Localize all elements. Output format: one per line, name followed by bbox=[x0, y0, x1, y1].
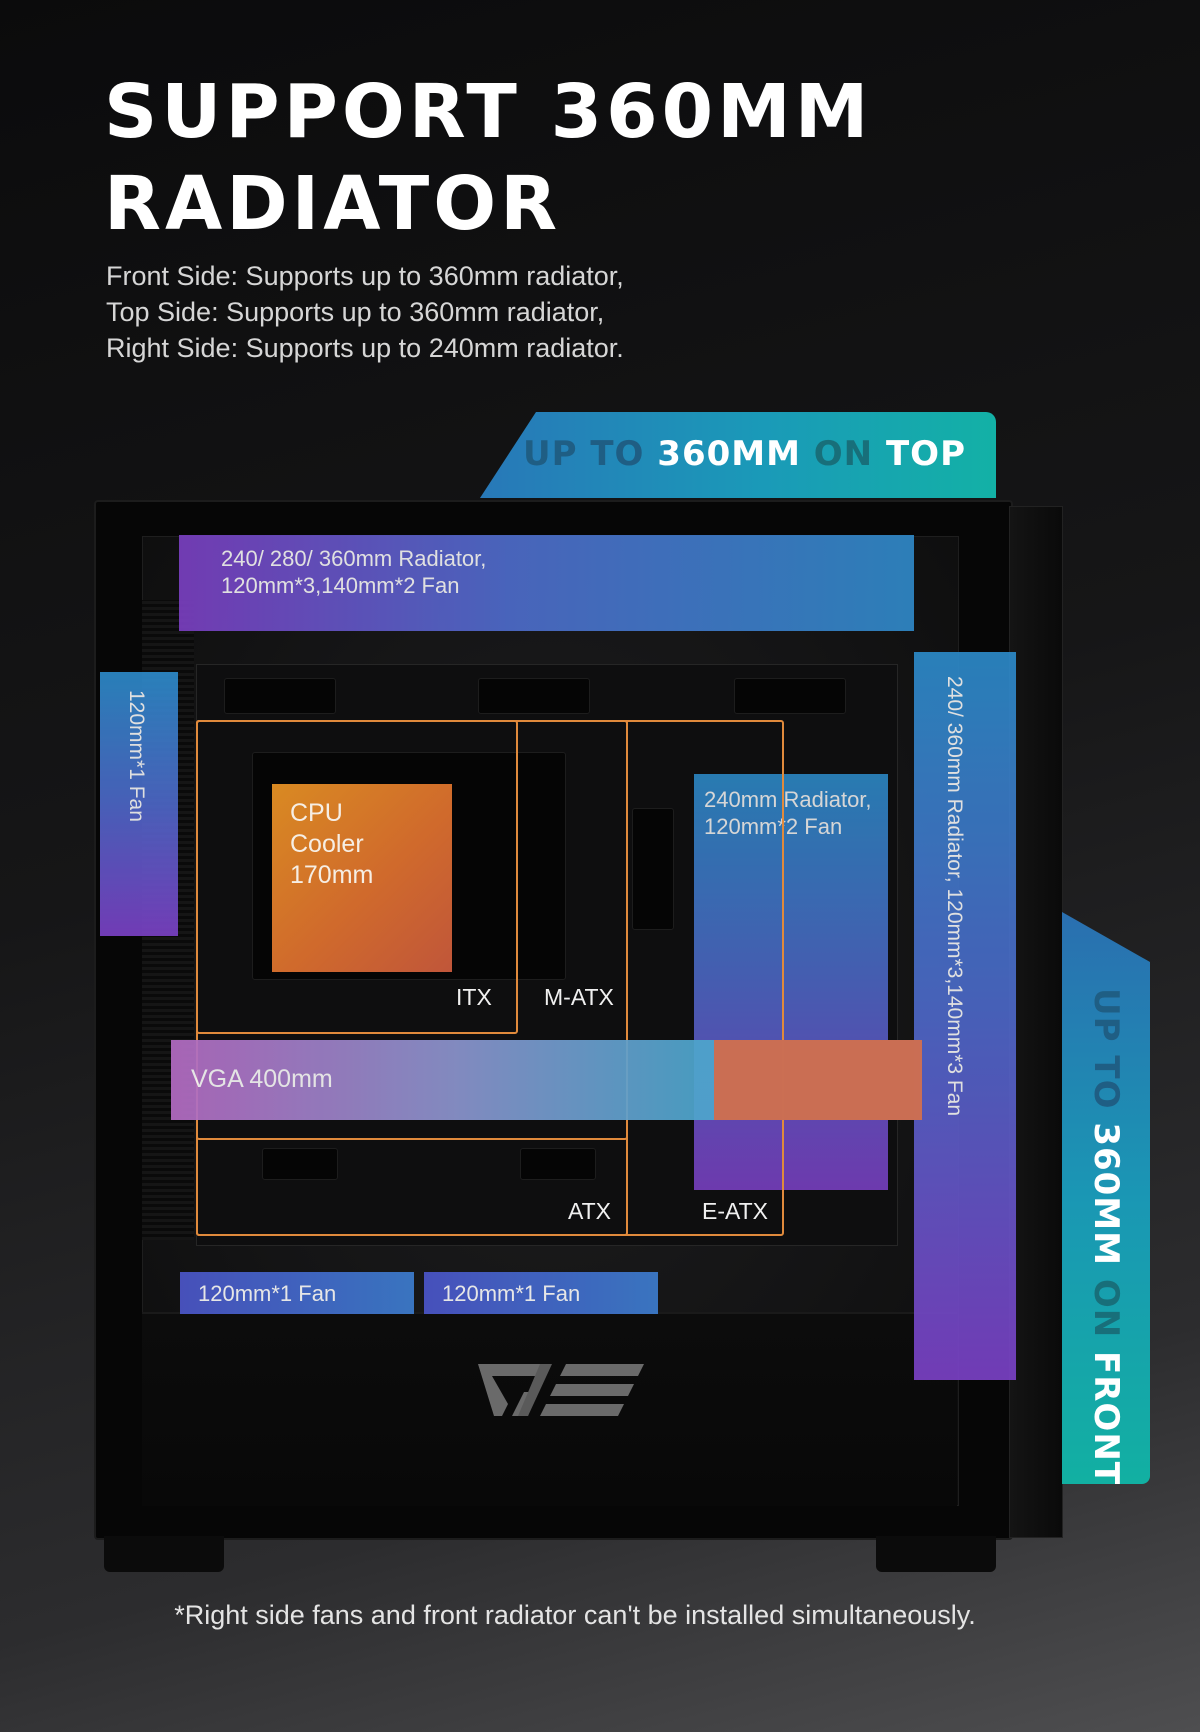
vga-clearance-end bbox=[714, 1040, 922, 1120]
banner-word: ON bbox=[813, 434, 874, 474]
atx-label: ATX bbox=[568, 1198, 612, 1224]
cable-cutout bbox=[224, 678, 336, 714]
side-radiator-zone: 240mm Radiator, 120mm*2 Fan bbox=[694, 774, 888, 1190]
eatx-outline bbox=[196, 720, 784, 1236]
cpu-cooler-line-1: CPU bbox=[290, 799, 343, 827]
cpu-cooler-label: CPU Cooler 170mm bbox=[290, 798, 373, 891]
front-radiator-label: 240/ 360mm Radiator, 120mm*3,140mm*3 Fan bbox=[942, 676, 966, 1116]
banner-word: UP bbox=[522, 434, 578, 474]
cpu-cooler-zone: CPU Cooler 170mm bbox=[272, 784, 452, 972]
top-side-support: Top Side: Supports up to 360mm radiator, bbox=[106, 297, 605, 327]
cpu-cooler-line-3: 170mm bbox=[290, 861, 374, 889]
darkflash-logo-icon bbox=[478, 1364, 644, 1416]
cable-cutout bbox=[734, 678, 846, 714]
banner-word: TO bbox=[1086, 1055, 1126, 1110]
banner-word-highlight: 360MM bbox=[1086, 1122, 1126, 1266]
case-foot-left bbox=[104, 1536, 224, 1572]
cable-cutout bbox=[520, 1148, 596, 1180]
bottom-fan-zone-2: 120mm*1 Fan bbox=[424, 1272, 658, 1314]
front-banner-text: UP TO 360MM ON FRONT bbox=[1086, 988, 1126, 1486]
bottom-fan-zone-1: 120mm*1 Fan bbox=[180, 1272, 414, 1314]
rear-fan-label: 120mm*1 Fan bbox=[125, 690, 148, 822]
side-radiator-line-1: 240mm Radiator, bbox=[704, 787, 872, 812]
top-capacity-banner: UP TO 360MM ON TOP bbox=[480, 412, 996, 498]
top-banner-text: UP TO 360MM ON TOP bbox=[523, 434, 966, 474]
front-capacity-banner: UP TO 360MM ON FRONT bbox=[1062, 912, 1150, 1484]
front-side-support: Front Side: Supports up to 360mm radiato… bbox=[106, 261, 624, 291]
front-radiator-line-2: 120mm*3,140mm*3 Fan bbox=[943, 888, 966, 1117]
matx-label: M-ATX bbox=[544, 984, 614, 1010]
banner-word: ON bbox=[1086, 1278, 1126, 1339]
top-radiator-label: 240/ 280/ 360mm Radiator, 120mm*3,140mm*… bbox=[221, 545, 486, 599]
case-front-panel bbox=[1009, 506, 1063, 1538]
bottom-fan-1-label: 120mm*1 Fan bbox=[198, 1281, 337, 1306]
top-radiator-line-1: 240/ 280/ 360mm Radiator, bbox=[221, 546, 487, 571]
banner-word-highlight: TOP bbox=[885, 434, 966, 474]
right-side-support: Right Side: Supports up to 240mm radiato… bbox=[106, 333, 624, 363]
top-radiator-zone: 240/ 280/ 360mm Radiator, 120mm*3,140mm*… bbox=[179, 535, 914, 631]
title-line-1: SUPPORT 360MM bbox=[104, 69, 873, 155]
rear-fan-zone: 120mm*1 Fan bbox=[100, 672, 178, 936]
vga-label: VGA 400mm bbox=[191, 1065, 333, 1093]
side-radiator-line-2: 120mm*2 Fan bbox=[704, 814, 843, 839]
page-title: SUPPORT 360MM RADIATOR bbox=[104, 66, 872, 250]
side-radiator-label: 240mm Radiator, 120mm*2 Fan bbox=[704, 786, 872, 840]
banner-word: UP bbox=[1086, 988, 1126, 1043]
banner-word-highlight: FRONT bbox=[1086, 1351, 1126, 1486]
front-radiator-zone: 240/ 360mm Radiator, 120mm*3,140mm*3 Fan bbox=[914, 652, 1016, 1380]
cable-cutout bbox=[478, 678, 590, 714]
banner-word-highlight: 360MM bbox=[657, 434, 801, 474]
cable-cutout bbox=[262, 1148, 338, 1180]
case-foot-right bbox=[876, 1536, 996, 1572]
itx-label: ITX bbox=[456, 984, 492, 1010]
support-description: Front Side: Supports up to 360mm radiato… bbox=[106, 258, 624, 366]
title-line-2: RADIATOR bbox=[104, 161, 562, 247]
cpu-cooler-line-2: Cooler bbox=[290, 830, 364, 858]
eatx-label: E-ATX bbox=[702, 1198, 769, 1224]
cable-cutout bbox=[632, 808, 674, 930]
bottom-fan-2-label: 120mm*1 Fan bbox=[442, 1281, 581, 1306]
banner-word: TO bbox=[590, 434, 645, 474]
installation-footnote: *Right side fans and front radiator can'… bbox=[174, 1600, 976, 1630]
front-radiator-line-1: 240/ 360mm Radiator, bbox=[943, 676, 966, 883]
top-radiator-line-2: 120mm*3,140mm*2 Fan bbox=[221, 573, 460, 598]
